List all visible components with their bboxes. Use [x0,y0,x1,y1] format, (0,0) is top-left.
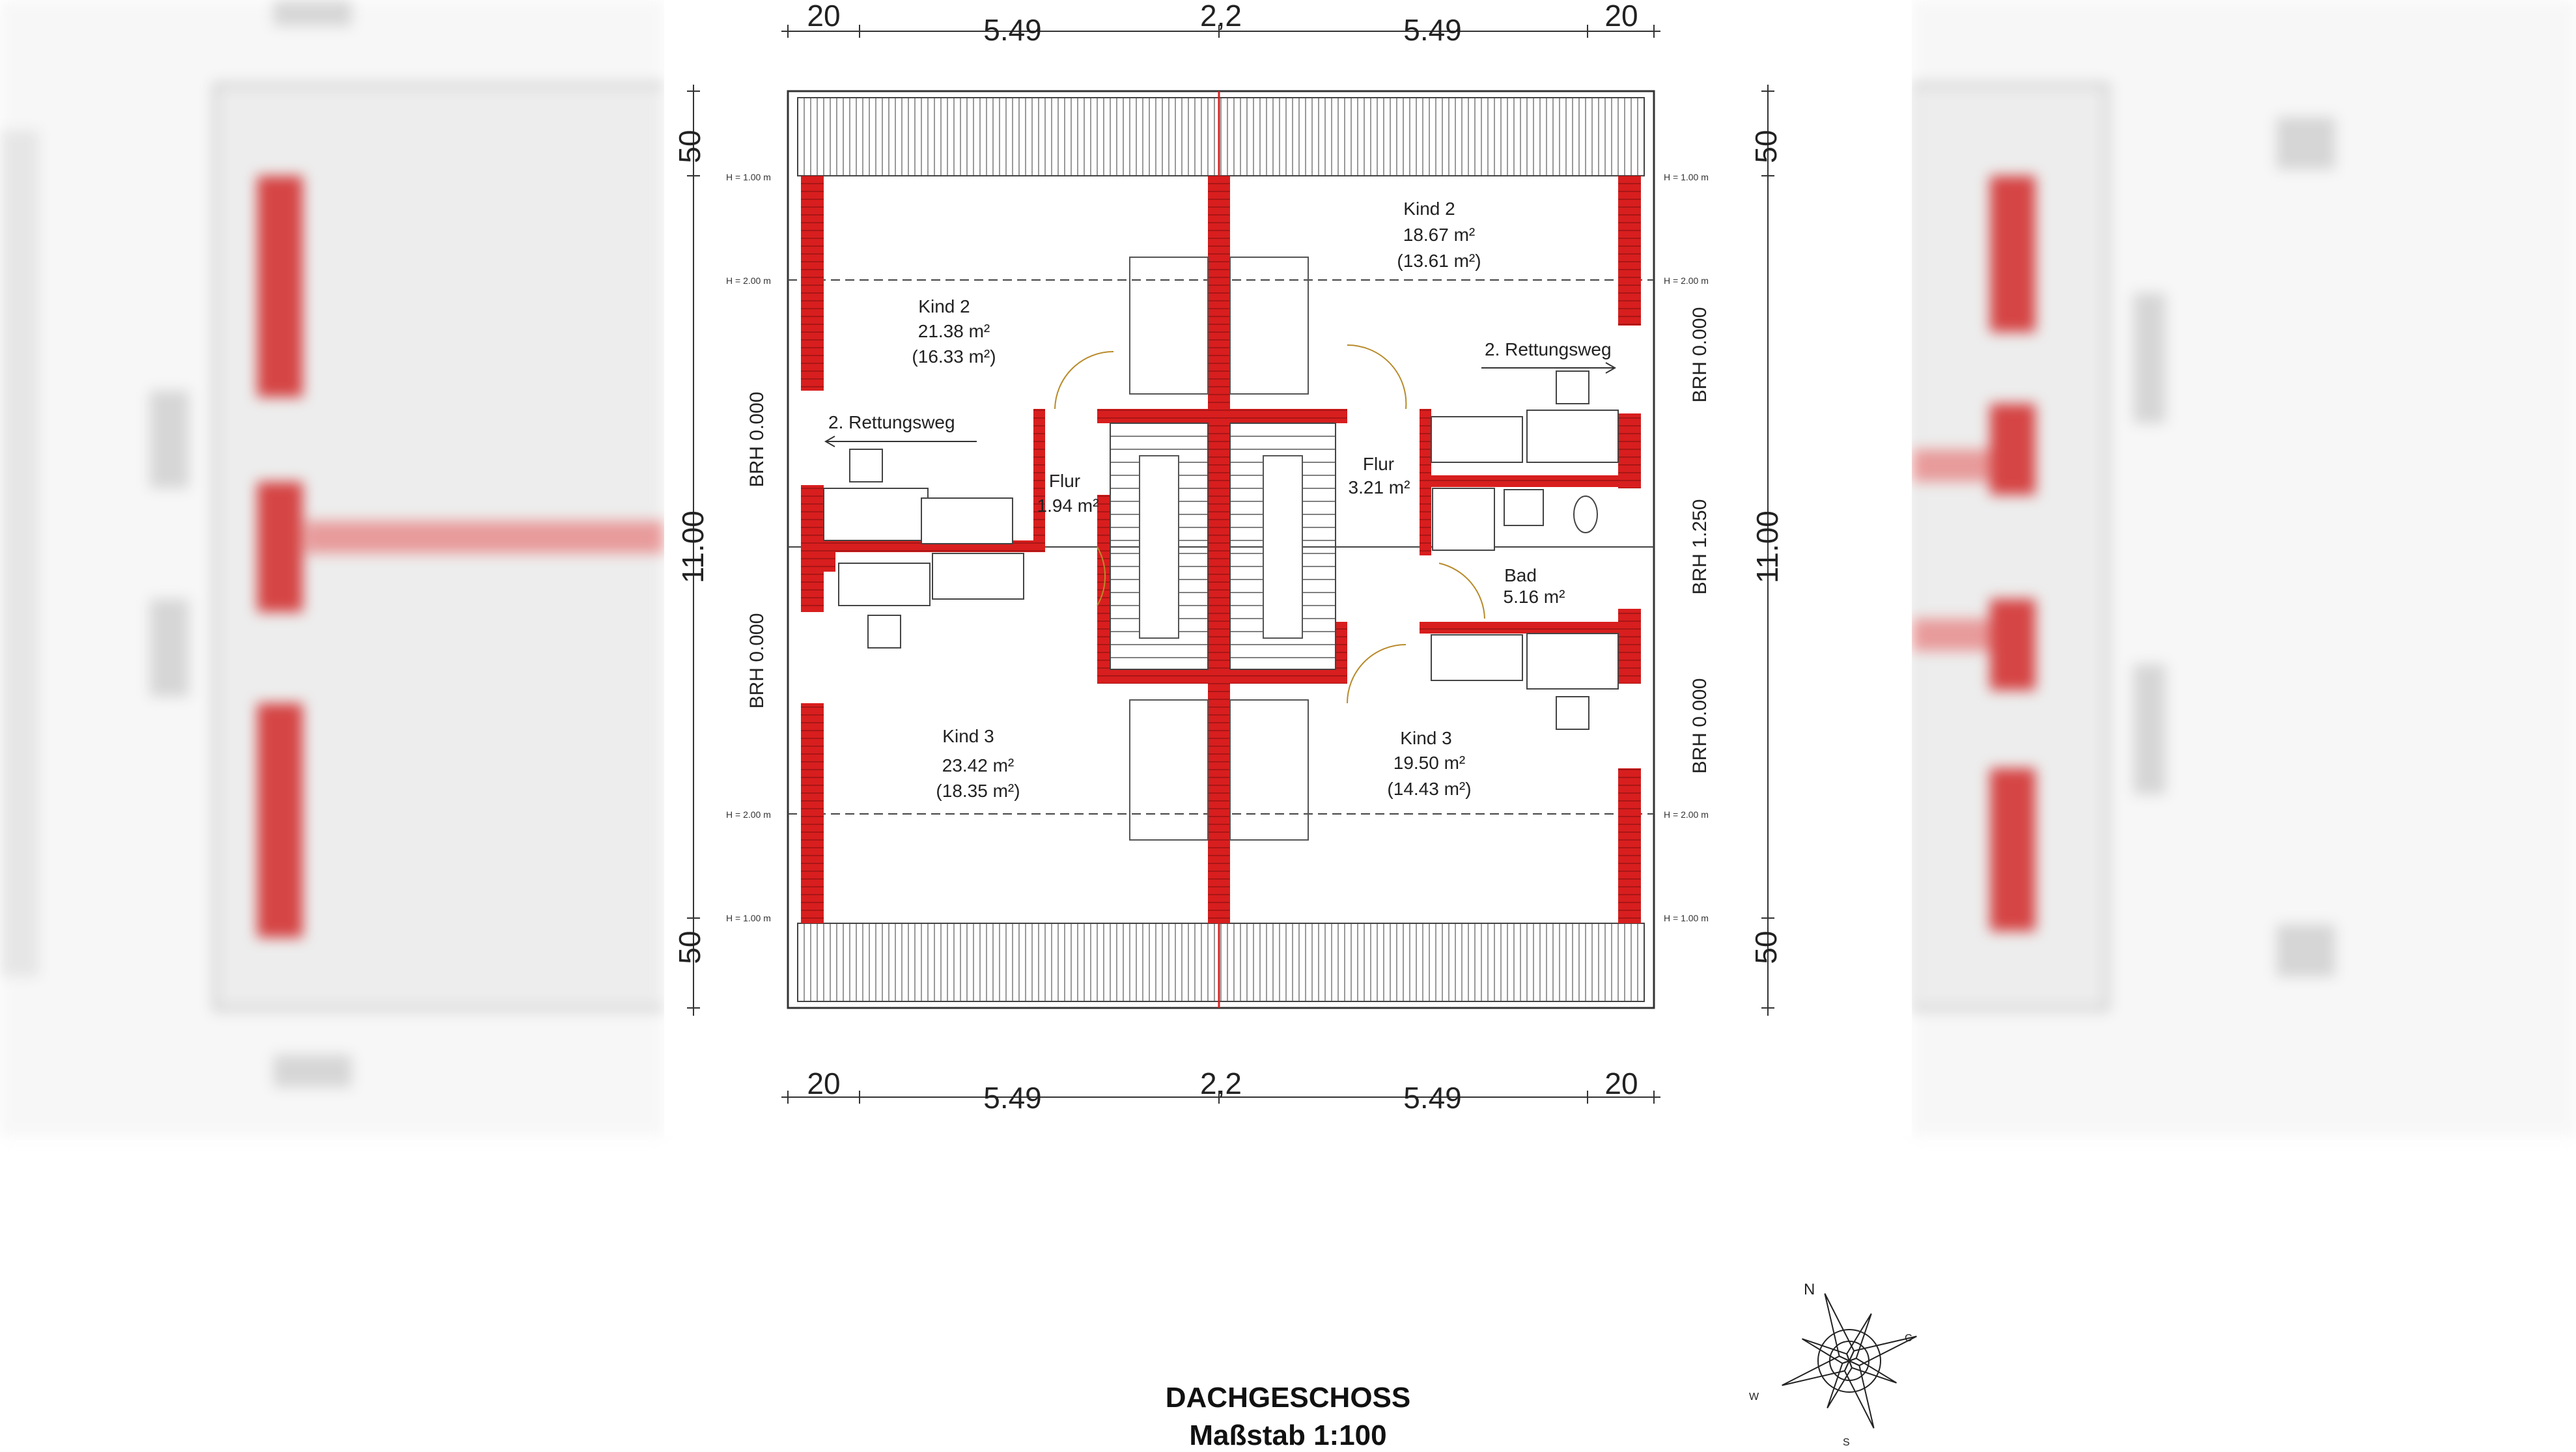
dim-right-1: 50 [1749,130,1783,163]
brh-left-2: BRH 0.000 [746,613,768,709]
door-swings [1054,344,1485,704]
dimension-top [781,25,1660,38]
room-kind2-left-area: 21.38 m² [918,321,990,341]
blurred-backdrop-right [1912,0,2576,1136]
h-label-right-2: H = 2.00 m [1664,275,1709,286]
dim-right-2: 11.00 [1750,510,1784,583]
dimension-bottom [781,1091,1660,1104]
compass-n: N [1804,1281,1815,1298]
dim-left-2: 11.00 [676,510,710,583]
room-kind3-left-net: (18.35 m²) [936,781,1020,801]
h-label-left-2: H = 2.00 m [726,275,771,286]
plan-title: DACHGESCHOSS [1165,1382,1411,1414]
room-kind2-left-net: (16.33 m²) [912,346,996,367]
room-kind3-left-name: Kind 3 [942,726,994,746]
brh-right-2: BRH 1.250 [1689,499,1711,595]
dim-bottom-3: 2,2 [1200,1067,1242,1100]
h-label-right-4: H = 1.00 m [1664,913,1709,923]
room-flur-right-name: Flur [1363,454,1394,474]
dim-top-3: 2,2 [1200,0,1242,33]
dim-bottom-2: 5.49 [983,1081,1042,1115]
dim-left-1: 50 [673,130,707,163]
floor-plan-sheet: 20 5.49 2,2 5.49 20 20 5.49 2,2 5.49 20 … [664,0,1912,1136]
dimension-left [687,85,700,1016]
dim-bottom-4: 5.49 [1403,1081,1462,1115]
room-kind3-left-area: 23.42 m² [942,755,1015,775]
staircase [1110,423,1336,670]
room-kind3-right-area: 19.50 m² [1393,753,1466,773]
brh-right-3: BRH 0.000 [1689,678,1711,774]
room-labels: Kind 2 21.38 m² (16.33 m²) Flur 1.94 m² … [912,199,1565,801]
roof-eave-top [797,97,1645,176]
room-kind2-right-name: Kind 2 [1403,199,1455,219]
dim-top-1: 20 [807,0,840,33]
compass-s: S [1843,1437,1850,1445]
walls [801,176,1641,923]
h-label-right-3: H = 2.00 m [1664,809,1709,820]
backdrop-left-graphic [0,0,664,1087]
building-outline [787,90,1655,1009]
compass-e: C [1905,1333,1912,1344]
roof-eave-bottom [797,923,1645,1002]
dimension-right [1761,85,1774,1016]
dim-bottom-1: 20 [807,1067,840,1100]
room-kind2-right-net: (13.61 m²) [1397,251,1481,271]
compass-w: W [1749,1391,1759,1403]
brh-right-1: BRH 0.000 [1689,307,1711,403]
skylights [1129,257,1309,841]
dim-top-5: 20 [1604,0,1638,33]
room-flur-left-name: Flur [1049,471,1080,491]
escape-route-left-label: 2. Rettungsweg [828,412,955,432]
room-kind2-left-name: Kind 2 [918,296,970,316]
escape-route-arrows [824,362,1617,447]
dim-right-3: 50 [1749,930,1783,964]
h-label-right-1: H = 1.00 m [1664,172,1709,182]
blurred-backdrop-left [0,0,664,1136]
brh-left-1: BRH 0.000 [746,392,768,488]
dim-left-3: 50 [673,930,707,964]
room-flur-right-area: 3.21 m² [1349,477,1410,497]
room-kind3-right-net: (14.43 m²) [1387,779,1471,799]
room-flur-left-area: 1.94 m² [1037,496,1099,516]
floor-plan: 20 5.49 2,2 5.49 20 20 5.49 2,2 5.49 20 … [673,0,1784,1115]
h-label-left-4: H = 1.00 m [726,913,771,923]
backdrop-right-graphic [1912,83,2335,1011]
plan-scale: Maßstab 1:100 [1189,1419,1387,1451]
dim-top-4: 5.49 [1403,13,1462,47]
room-kind3-right-name: Kind 3 [1400,728,1451,748]
furniture [823,370,1619,730]
h-label-left-3: H = 2.00 m [726,809,771,820]
escape-route-right-label: 2. Rettungsweg [1485,339,1612,359]
room-kind2-right-area: 18.67 m² [1403,225,1476,245]
compass-rose: N S C W [1749,1281,1917,1445]
dim-bottom-5: 20 [1604,1067,1638,1100]
h-label-left-1: H = 1.00 m [726,172,771,182]
room-bad-area: 5.16 m² [1504,587,1565,607]
dim-top-2: 5.49 [983,13,1042,47]
room-bad-name: Bad [1504,565,1537,585]
